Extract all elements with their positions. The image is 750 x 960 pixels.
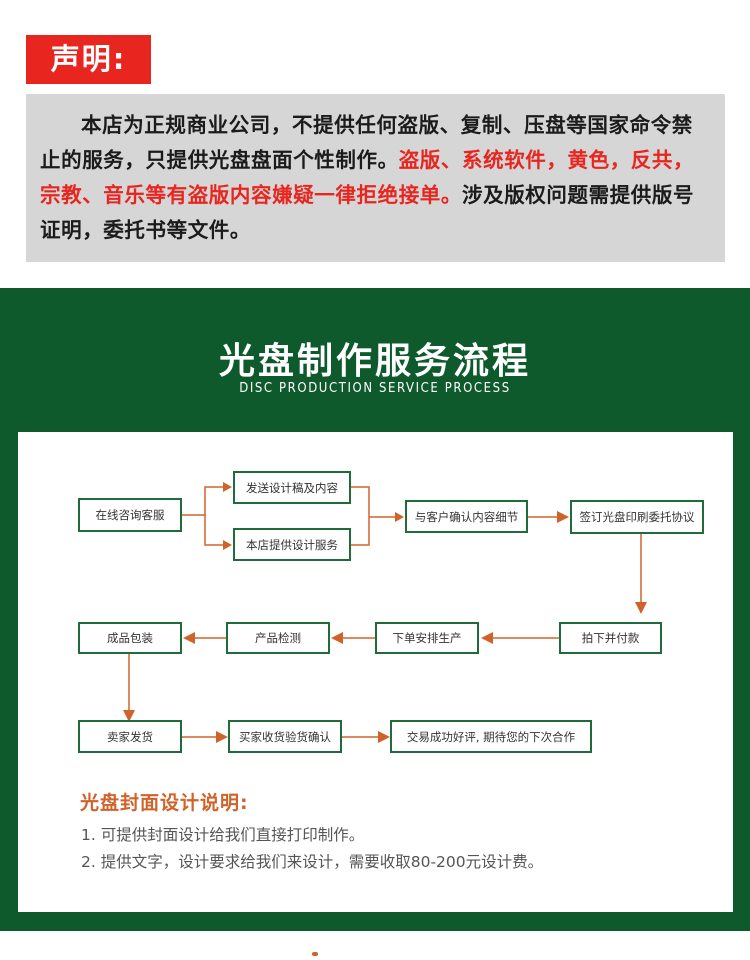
step-send-design: 发送设计稿及内容	[233, 471, 351, 504]
step-consult: 在线咨询客服	[78, 498, 182, 532]
step-confirm: 与客户确认内容细节	[405, 500, 528, 533]
arrowhead-pay	[635, 602, 647, 614]
declaration-title: 声明:	[26, 35, 151, 84]
arrowhead-send	[223, 482, 232, 492]
step-complete: 交易成功好评, 期待您的下次合作	[390, 720, 592, 753]
note-item-2: 2. 提供文字，设计要求给我们来设计，需要收取80-200元设计费。	[81, 853, 544, 871]
declaration-text-part-2: 涉及版权问题需提供版号证明，委托书等文件。	[40, 183, 695, 242]
arrowhead-inspect	[331, 632, 343, 644]
process-title: 光盘制作服务流程	[218, 341, 531, 382]
arrowhead-confirm	[395, 512, 404, 522]
declaration-text-part-1: 本店为正规商业公司，不提供任何盗版、复制、压盘等国家命令禁止的服务，只提供光盘盘…	[40, 113, 693, 172]
arrowhead-produce	[481, 632, 493, 644]
flow-connectors	[123, 482, 647, 743]
declaration-warning-text: 盗版、系统软件，黄色，反共，宗教、音乐等有盗版内容嫌疑一律拒绝接单。	[40, 148, 695, 207]
step-sign: 签订光盘印刷委托协议	[570, 500, 704, 534]
arrowhead-ship	[123, 710, 135, 722]
connector-consult-send	[182, 486, 223, 516]
step-pay: 拍下并付款	[559, 622, 662, 654]
arrowhead-package	[183, 632, 195, 644]
declaration-text: 本店为正规商业公司，不提供任何盗版、复制、压盘等国家命令禁止的服务，只提供光盘盘…	[26, 94, 725, 262]
process-panel: 在线咨询客服 发送设计稿及内容 本店提供设计服务 与客户确认内容细节 签订光盘印…	[18, 432, 733, 912]
process-subtitle: DISC PRODUCTION SERVICE PROCESS	[239, 381, 511, 396]
arrowhead-sign	[557, 511, 569, 523]
step-package: 成品包装	[78, 622, 182, 654]
step-produce: 下单安排生产	[375, 622, 479, 654]
step-store-design: 本店提供设计服务	[233, 528, 351, 561]
step-ship: 卖家发货	[78, 720, 182, 753]
connector-merge	[351, 486, 370, 546]
arrowhead-complete	[378, 731, 390, 743]
process-section: 光盘制作服务流程 DISC PRODUCTION SERVICE PROCESS	[0, 288, 750, 931]
step-receive: 买家收货验货确认	[228, 720, 342, 753]
notes-title: 光盘封面设计说明:	[80, 792, 249, 814]
decorative-dot	[312, 952, 318, 956]
arrowhead-store	[223, 540, 232, 550]
step-inspect: 产品检测	[226, 622, 330, 654]
connector-consult-store	[204, 515, 223, 546]
arrowhead-receive	[216, 731, 228, 743]
note-item-1: 1. 可提供封面设计给我们直接打印制作。	[81, 826, 365, 844]
